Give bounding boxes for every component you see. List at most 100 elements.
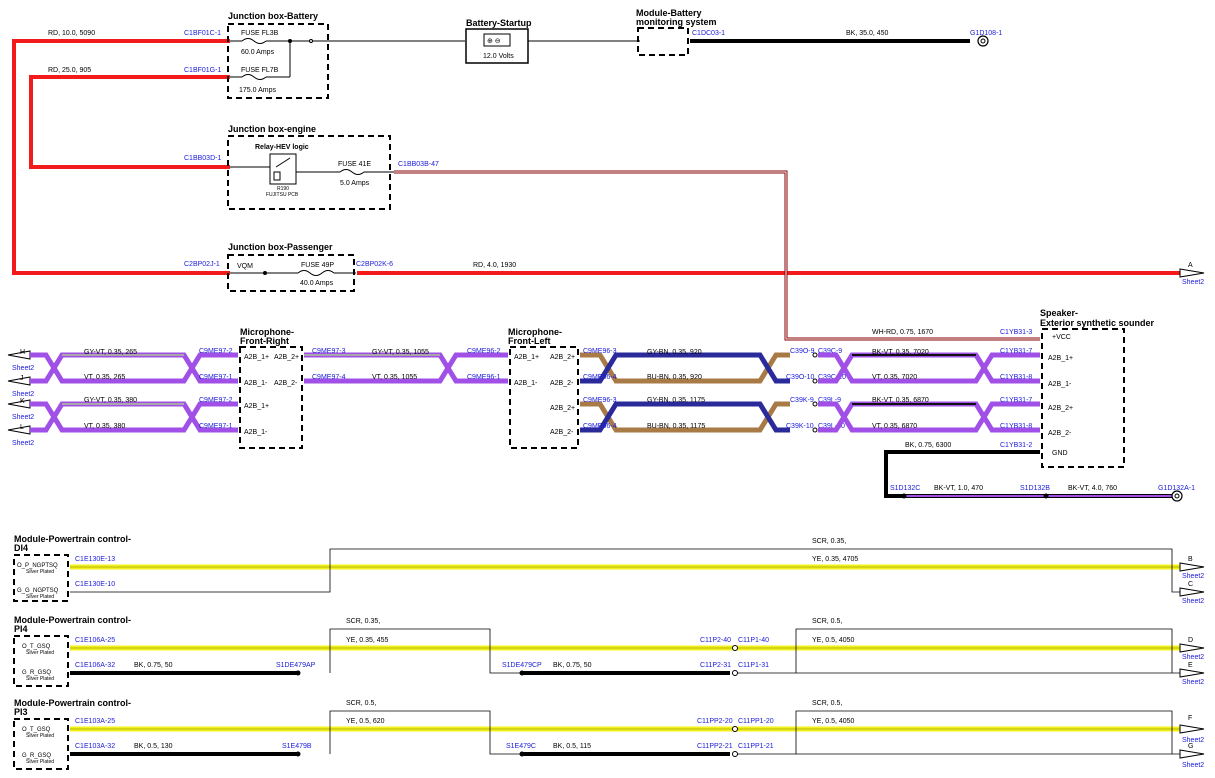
wire-vt-265[interactable] [30, 352, 238, 384]
wire-wh-rd-stripe [394, 171, 1040, 340]
wire-label-p3-ye1: YE, 0.5, 620 [346, 718, 385, 725]
wire-vt-380[interactable] [30, 401, 238, 433]
connector-sp3: C1YB31-8 [1000, 374, 1032, 381]
wire-label-n1: GY-BN, 0.35, 920 [647, 349, 702, 356]
wire-wh-rd[interactable] [394, 170, 1040, 341]
offpage-sheet-k: Sheet2 [12, 414, 34, 421]
connector-mr1: C9ME97-2 [199, 348, 233, 355]
connector-mr3: C9ME97-2 [199, 397, 233, 404]
connector-mr4: C9ME97-1 [199, 423, 233, 430]
connector-sp1: C1YB31-3 [1000, 329, 1032, 336]
wire-label-m2: VT, 0.35, 1055 [372, 374, 417, 381]
offpage-arrow-j[interactable] [7, 376, 31, 386]
offpage-arrow-d[interactable] [1179, 643, 1205, 653]
connector-p2d: S1DE479CP [502, 662, 542, 669]
offpage-arrow-e[interactable] [1179, 668, 1205, 678]
pcm1-title2: DI4 [14, 543, 28, 553]
wire-rd-25[interactable] [29, 75, 230, 169]
mic-right-title1: Microphone- [240, 327, 294, 337]
wire-vt-1055[interactable] [304, 352, 508, 384]
offpage-arrow-g[interactable] [1179, 749, 1205, 759]
jb-passenger-pin: VQM [237, 263, 253, 270]
connector-mr6: C9ME97-4 [312, 374, 346, 381]
wire-scr-shield-2[interactable] [329, 628, 522, 674]
offpage-sheet-f: Sheet2 [1182, 737, 1204, 744]
bms-title2: monitoring system [636, 17, 717, 27]
offpage-arrow-b[interactable] [1179, 562, 1205, 572]
connector-ml6: C9ME96-4 [583, 423, 617, 430]
offpage-arrow-a[interactable] [1179, 268, 1205, 278]
pcm3-plating2: Silver Plated [26, 759, 54, 765]
pcm2-pin1: O_T_GSQ [22, 644, 51, 650]
bms-title1: Module-Battery [636, 8, 702, 18]
connector-p2c: S1DE479AP [276, 662, 316, 669]
connector-c1: C1BF01C-1 [184, 30, 221, 37]
wire-bu-bn-1175[interactable] [580, 401, 790, 433]
offpage-sheet-l: Sheet2 [12, 440, 34, 447]
mic-left-title2: Front-Left [508, 336, 551, 346]
offpage-sheet-a: Sheet2 [1182, 279, 1204, 286]
wire-scr-shield-5[interactable] [795, 710, 1173, 754]
pcm3-title2: PI3 [14, 707, 28, 717]
offpage-label-a: A [1188, 262, 1193, 269]
offpage-sheet-e: Sheet2 [1182, 679, 1204, 686]
offpage-arrow-h[interactable] [7, 350, 31, 360]
offpage-sheet-h: Sheet2 [12, 365, 34, 372]
splice-dot [519, 670, 525, 676]
offpage-label-b: B [1188, 556, 1193, 563]
offpage-label-k: K [20, 398, 25, 405]
mic-right-pin-4: A2B_1- [244, 429, 268, 436]
battery-icon [483, 33, 511, 47]
offpage-label-j: J [20, 375, 24, 382]
connector-c5: C1BB03D-1 [184, 155, 221, 162]
offpage-sheet-b: Sheet2 [1182, 573, 1204, 580]
wire-bu-bn-920[interactable] [580, 352, 790, 384]
offpage-arrow-l[interactable] [7, 425, 31, 435]
fuse2-amps: 175.0 Amps [239, 87, 276, 94]
jb-passenger-internals [230, 270, 356, 276]
mic-right-pin-3: A2B_1+ [244, 403, 269, 410]
inline-connectors [812, 352, 818, 433]
wire-label-h2: VT, 0.35, 265 [84, 374, 125, 381]
wire-label-p3-ye2: YE, 0.5, 4050 [812, 718, 855, 725]
splice-dot [263, 271, 267, 275]
wire-label-g2: BK-VT, 1.0, 470 [934, 485, 983, 492]
mic-right-box [239, 346, 303, 449]
jb-engine-box [227, 135, 391, 210]
connector-p3e: C11PP2-20 [697, 718, 733, 725]
connector-i4b: C39L-10 [818, 423, 845, 430]
offpage-sheet-c: Sheet2 [1182, 598, 1204, 605]
wire-label-w2: RD, 25.0, 905 [48, 67, 91, 74]
wire-label-w1: RD, 10.0, 5090 [48, 30, 95, 37]
wire-scr-shield-3[interactable] [795, 628, 1173, 673]
connector-p3g: C11PP2-21 [697, 743, 733, 750]
wire-label-w5: WH-RD, 0.75, 1670 [872, 329, 933, 336]
pcm3-title1: Module-Powertrain control- [14, 698, 131, 708]
wire-label-s4: VT, 0.35, 6870 [872, 423, 917, 430]
connector-i1a: C39O-9 [790, 348, 815, 355]
offpage-arrow-f[interactable] [1179, 724, 1205, 734]
ground-inner-icon [1174, 493, 1180, 499]
wire-bk-vt-6870[interactable] [818, 401, 1040, 433]
wire-bk-vt-7020[interactable] [818, 352, 1040, 384]
splice-dot [295, 670, 301, 676]
wire-scr-shield-4[interactable] [329, 710, 522, 755]
connector-c6: C1BB03B-47 [398, 161, 439, 168]
battery-plus-icon: ⊕ ⊖ [487, 38, 501, 45]
connector-sp-g2: S1D132B [1020, 485, 1050, 492]
pcm2-box [13, 635, 69, 687]
wire-label-n4: BU-BN, 0.35, 1175 [647, 423, 705, 430]
connector-sp4: C1YB31-7 [1000, 397, 1032, 404]
offpage-sheet-g: Sheet2 [1182, 762, 1204, 769]
wire-scr-shield-1[interactable] [70, 548, 1180, 593]
splice-dot [901, 493, 907, 499]
mic-left-pin-4: A2B_2- [550, 380, 574, 387]
offpage-arrow-k[interactable] [7, 399, 31, 409]
pin-dot [732, 751, 738, 757]
twisted-pair-group-4 [818, 352, 1040, 433]
offpage-label-f: F [1188, 715, 1192, 722]
offpage-arrow-c[interactable] [1179, 587, 1205, 597]
pcm2-plating2: Silver Plated [26, 676, 54, 682]
speaker-title1: Speaker- [1040, 308, 1078, 318]
mic-left-pin-1: A2B_1+ [514, 354, 539, 361]
